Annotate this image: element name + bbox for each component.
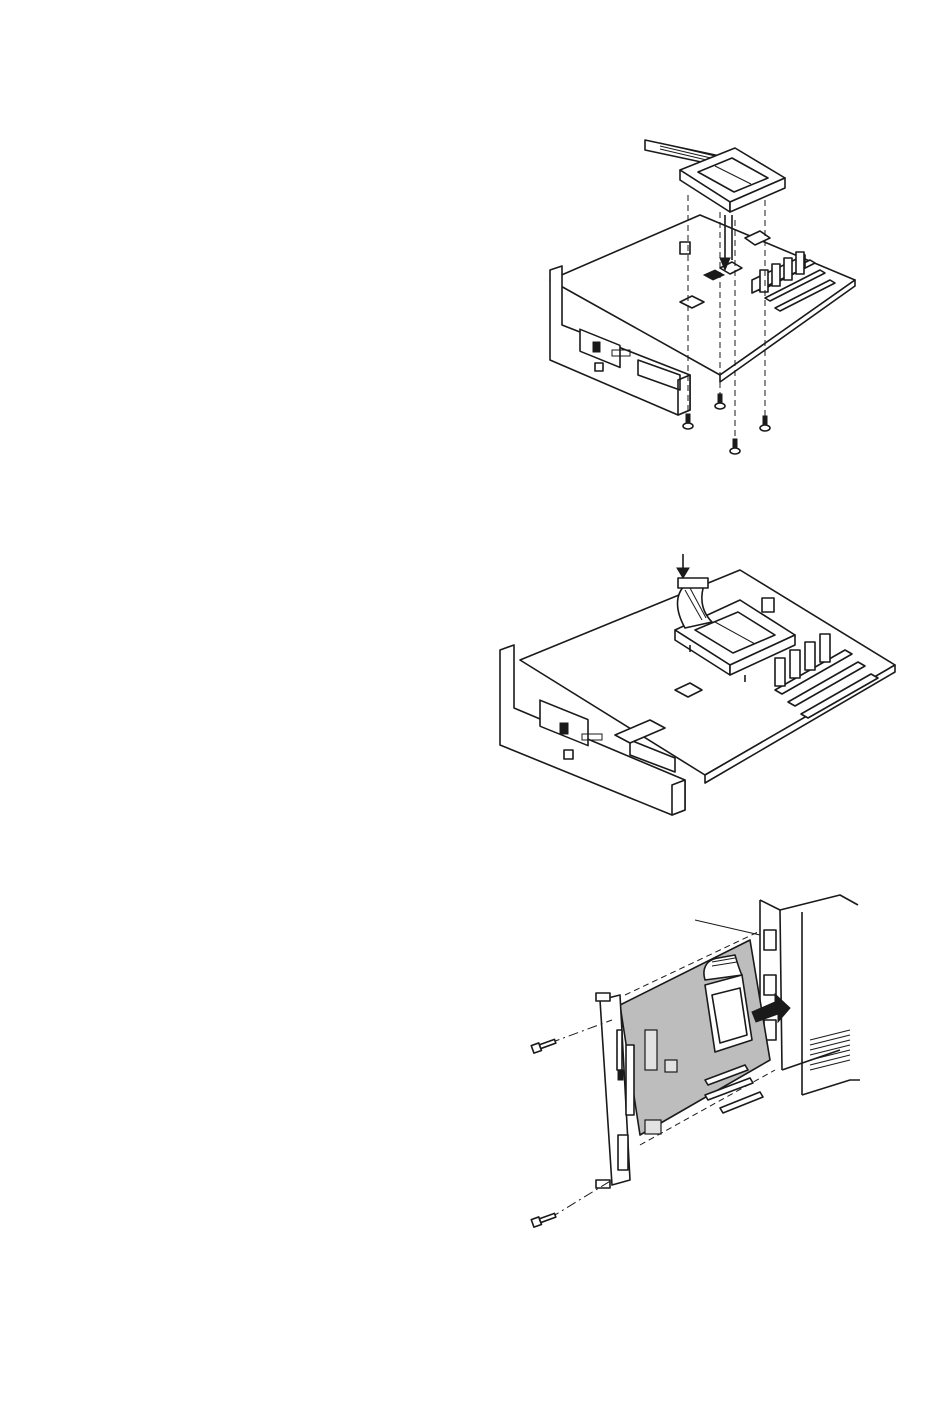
- install-module-with-screws-illustration: [520, 120, 880, 470]
- module-installation-figure: [520, 120, 880, 470]
- board-insertion-figure: [520, 880, 870, 1240]
- connect-module-cable-illustration: [490, 540, 910, 830]
- screws: [531, 1020, 612, 1227]
- screws: [683, 394, 770, 454]
- cable-connection-figure: [490, 540, 910, 830]
- controller-board: [596, 940, 770, 1188]
- arrow-down-icon: [677, 568, 689, 578]
- insert-controller-board-into-printer-illustration: [520, 880, 870, 1240]
